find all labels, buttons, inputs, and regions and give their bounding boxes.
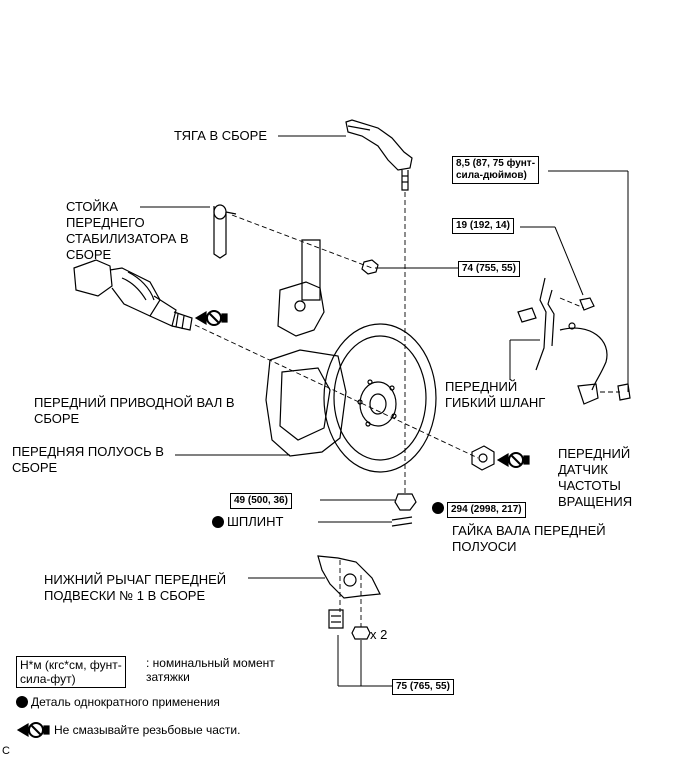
legend-single-use-text: Деталь однократного применения: [31, 695, 220, 709]
torque-axle-nut: 294 (2998, 217): [447, 502, 526, 518]
legend-unit-box: Н*м (кгс*см, фунт- сила-фут): [16, 656, 126, 688]
flex-hose-label: ПЕРЕДНИЙ ГИБКИЙ ШЛАНГ: [445, 379, 546, 410]
knuckle-assembly-icon: [265, 239, 437, 473]
speed-sensor-icon: [559, 322, 608, 405]
no-lubricate-icon: [496, 452, 530, 468]
torque-bracket-bolt: 19 (192, 14): [452, 218, 514, 234]
legend-unit-description: : номинальный момент затяжки: [146, 656, 275, 684]
alignment-lines: [194, 192, 620, 627]
axle-nut-label: ГАЙКА ВАЛА ПЕРЕДНЕЙ ПОЛУОСИ: [452, 523, 606, 554]
no-lubricate-icon: [16, 722, 50, 738]
no-lubricate-icon: [194, 310, 228, 326]
torque-tie-rod-nut: 49 (500, 36): [230, 493, 292, 509]
drive-shaft-icon: [73, 259, 193, 331]
legend-single-use: Деталь однократного применения: [16, 694, 220, 710]
torque-sensor-bolt: 8,5 (87, 75 фунт- сила-дюймов): [452, 156, 540, 184]
torque-stabilizer-nut: 74 (755, 55): [458, 261, 520, 277]
single-use-dot-icon: [16, 696, 28, 708]
single-use-dot-icon: [212, 516, 224, 528]
torque-arm-bolts: 75 (765, 55): [392, 679, 454, 695]
drive-shaft-label: ПЕРЕДНИЙ ПРИВОДНОЙ ВАЛ В СБОРЕ: [34, 395, 235, 426]
leader-lines: [140, 135, 629, 687]
axle-nut-torque: 294 (2998, 217): [432, 500, 526, 518]
axle-hub-label: ПЕРЕДНЯЯ ПОЛУОСЬ В СБОРЕ: [12, 444, 164, 475]
cotter-pin-label: ШПЛИНТ: [212, 514, 283, 530]
speed-sensor-label: ПЕРЕДНИЙ ДАТЧИК ЧАСТОТЫ ВРАЩЕНИЯ: [558, 446, 633, 509]
fasteners-icon: [328, 259, 631, 640]
tie-rod-end-icon: [345, 119, 413, 191]
lower-arm-label: НИЖНИЙ РЫЧАГ ПЕРЕДНЕЙ ПОДВЕСКИ № 1 В СБО…: [44, 572, 227, 603]
legend-no-lubricate: Не смазывайте резьбовые части.: [54, 723, 241, 737]
cotter-pin-text: ШПЛИНТ: [227, 514, 284, 529]
stabilizer-link-icon: [213, 204, 237, 259]
flexible-hose-icon: [517, 277, 555, 371]
single-use-dot-icon: [432, 502, 444, 514]
quantity-label: x 2: [370, 627, 388, 642]
lower-arm-icon: [317, 555, 381, 599]
tie-rod-label: ТЯГА В СБОРЕ: [174, 128, 268, 143]
stabilizer-link-label: СТОЙКА ПЕРЕДНЕГО СТАБИЛИЗАТОРА В СБОРЕ: [66, 199, 189, 262]
corner-code: C: [2, 745, 10, 757]
